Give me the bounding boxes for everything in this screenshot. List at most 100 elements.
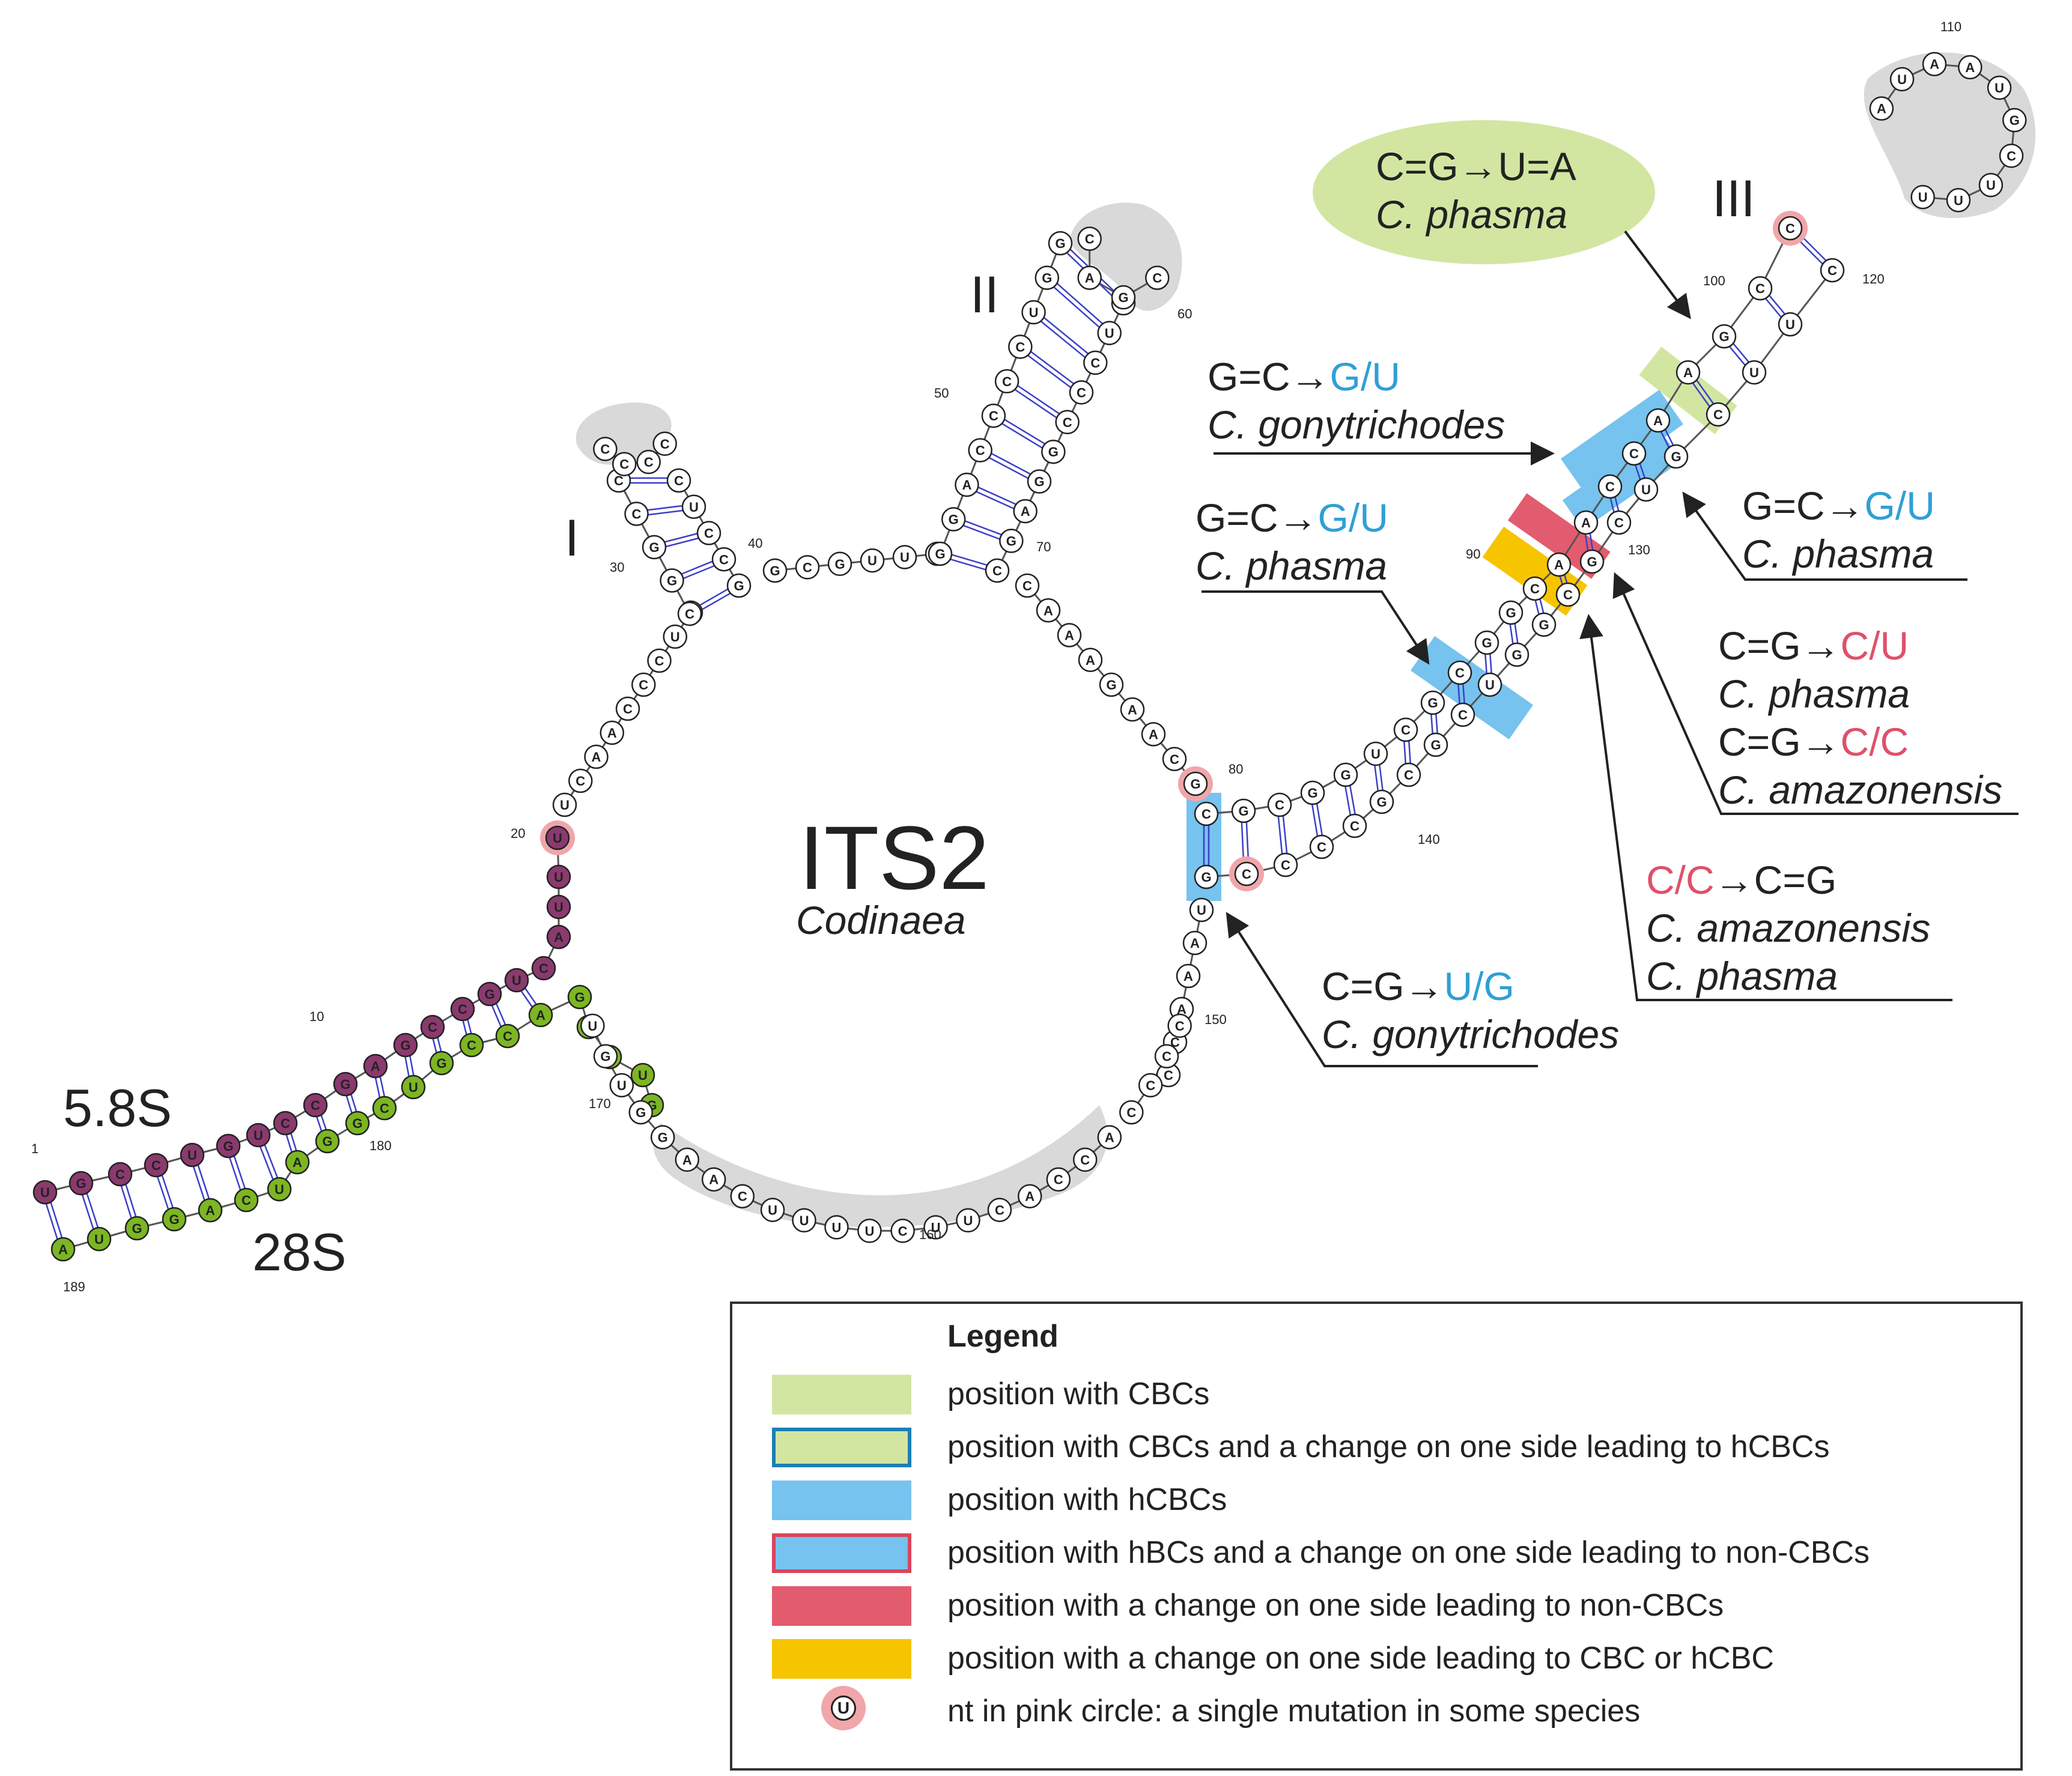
nucleotide-letter: C xyxy=(467,1038,476,1053)
base-pair-bond xyxy=(1241,822,1245,863)
nucleotide-circle xyxy=(144,1153,169,1178)
nucleotide-circle xyxy=(642,535,667,560)
nucleotide: A xyxy=(528,1002,553,1028)
annotation-change-colored: G/U xyxy=(1330,354,1400,399)
base-pair-bond xyxy=(409,1055,415,1076)
base-pair-bond xyxy=(1733,343,1749,363)
nucleotide: U xyxy=(860,548,885,573)
nucleotide-letter: C xyxy=(1713,407,1723,422)
base-pair-bond xyxy=(1004,419,1045,445)
base-pair-bond xyxy=(1635,464,1641,480)
base-pair-bond xyxy=(1509,624,1514,644)
annotation-species: C. gonytrichodes xyxy=(1208,402,1505,447)
nucleotide-circle xyxy=(593,437,618,461)
base-pair-bond xyxy=(462,1020,467,1035)
position-number: 120 xyxy=(1862,271,1885,286)
nucleotide: A xyxy=(363,1053,388,1079)
nucleotide-circle xyxy=(162,1207,187,1232)
nucleotide-circle xyxy=(1097,321,1122,345)
nucleotide-circle xyxy=(675,1147,700,1172)
nucleotide-letter: C xyxy=(898,1223,908,1238)
legend-swatch xyxy=(772,1533,911,1573)
nucleotide-circle xyxy=(584,744,609,769)
nucleotide-circle xyxy=(1958,55,1982,80)
nucleotide: A xyxy=(1120,697,1145,722)
base-pair-bond xyxy=(404,1056,410,1077)
nucleotide-circle xyxy=(1450,702,1475,727)
nucleotide-circle xyxy=(1579,549,1605,574)
nucleotide-circle xyxy=(941,507,966,532)
nucleotide: C xyxy=(1015,573,1040,598)
legend-label: position with hCBCs xyxy=(947,1482,1227,1517)
nucleotide-circle xyxy=(1162,747,1187,771)
nucleotide-circle xyxy=(68,1171,94,1196)
nucleotide-circle xyxy=(1111,285,1136,310)
nucleotide: C xyxy=(1077,226,1102,251)
nucleotide: C xyxy=(1138,1073,1163,1098)
base-pair-bond xyxy=(197,1165,210,1199)
nucleotide-circle xyxy=(1072,1147,1098,1172)
base-pair-bond xyxy=(50,1202,63,1238)
nucleotide: A xyxy=(1645,408,1671,433)
annotation-change-colored: G/U xyxy=(1318,496,1388,540)
nucleotide-circle xyxy=(624,502,649,526)
base-pair-bond xyxy=(259,1146,274,1180)
nucleotide: A xyxy=(1017,1184,1042,1208)
nucleotide-letter: C xyxy=(1785,221,1795,236)
annotation-change: C=G→ xyxy=(1322,964,1444,1008)
nucleotide: G xyxy=(762,558,788,583)
position-number: 170 xyxy=(589,1096,611,1111)
nucleotide: A xyxy=(546,924,571,950)
nucleotide-circle xyxy=(593,1044,618,1068)
region-label-5-8s: 5.8S xyxy=(63,1078,172,1138)
nucleotide-letter: U xyxy=(800,1213,809,1228)
nucleotide: G xyxy=(393,1032,418,1058)
nucleotide-circle xyxy=(1420,690,1445,715)
position-number: 110 xyxy=(1940,19,1961,34)
nucleotide-circle xyxy=(696,521,722,545)
nucleotide: U xyxy=(760,1198,785,1222)
legend-swatch xyxy=(772,1375,911,1414)
nucleotide: C xyxy=(568,768,593,793)
nucleotide-circle xyxy=(824,1215,849,1240)
nucleotide-letter: U xyxy=(554,900,564,915)
nucleotide-circle xyxy=(652,431,677,456)
annotation-species: C. phasma xyxy=(1646,954,1838,998)
nucleotide-letter: C xyxy=(380,1101,389,1116)
nucleotide-circle xyxy=(1369,789,1394,814)
nucleotide-letter: G xyxy=(600,1049,610,1064)
nucleotide-circle xyxy=(1742,360,1767,385)
nucleotide: A xyxy=(600,720,624,745)
nucleotide-circle xyxy=(1342,813,1367,838)
nucleotide: U xyxy=(1778,312,1803,337)
nucleotide-circle xyxy=(762,558,788,583)
nucleotide-letter: C xyxy=(1002,374,1012,389)
nucleotide-circle xyxy=(450,996,475,1022)
nucleotide: U xyxy=(267,1177,292,1202)
base-pair-bond xyxy=(1584,534,1589,551)
nucleotide-letter: G xyxy=(1048,444,1059,459)
nucleotide-circle xyxy=(1999,144,2024,168)
legend-item: position with hCBCs xyxy=(732,1474,2020,1523)
nucleotide-circle xyxy=(636,449,661,474)
legend-item: position with CBCs and a change on one s… xyxy=(732,1422,2020,1470)
nucleotide: U xyxy=(1910,184,1935,210)
nucleotide-letter: G xyxy=(1238,804,1248,819)
diagram-title: ITS2 xyxy=(799,807,989,908)
nucleotide-circle xyxy=(923,1215,948,1240)
nucleotide-circle xyxy=(1363,741,1388,766)
nucleotide-circle xyxy=(1194,801,1219,826)
base-pair-bond xyxy=(991,452,1031,475)
base-pair-bond xyxy=(437,1037,442,1052)
nucleotide-circle xyxy=(1531,612,1557,637)
nucleotide: C xyxy=(1267,792,1292,817)
base-pair-bond xyxy=(1053,286,1100,328)
base-pair-bond xyxy=(1639,463,1645,479)
nucleotide-letter: C xyxy=(1126,1105,1136,1120)
nucleotide-circle xyxy=(1078,647,1103,672)
base-pair-bond xyxy=(950,559,986,571)
base-pair-bond xyxy=(1769,295,1785,315)
nucleotide: A xyxy=(584,744,609,769)
nucleotide: G xyxy=(660,568,684,593)
base-pair-bond xyxy=(467,1019,472,1034)
